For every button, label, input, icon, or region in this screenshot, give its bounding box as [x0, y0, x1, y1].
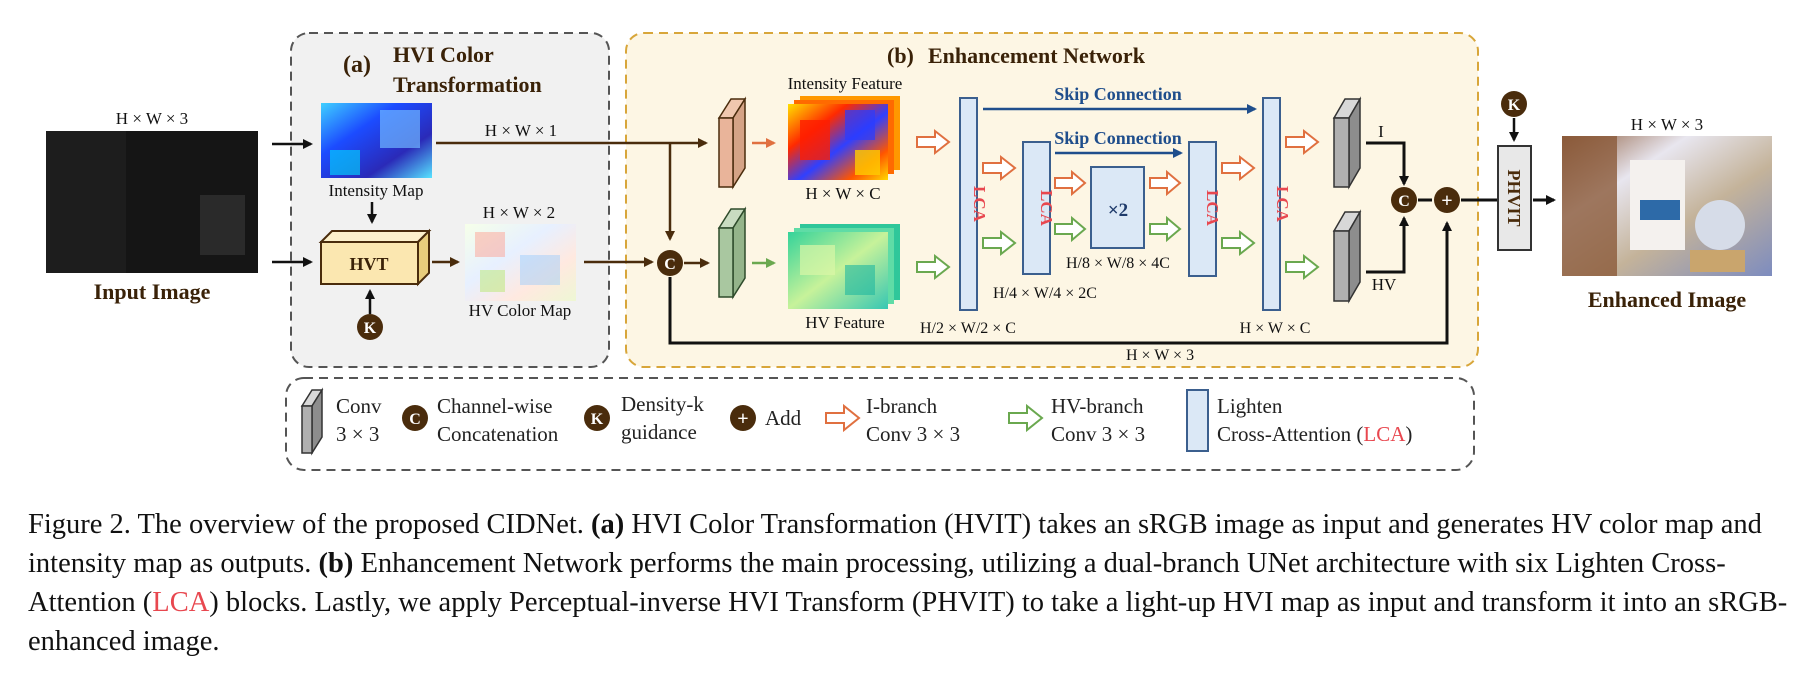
i-branch-conv-arrow-3: [1054, 169, 1087, 197]
legend-add-icon: [730, 405, 756, 431]
legend-ib-line2: Conv 3 × 3: [866, 422, 960, 446]
legend-density-k-icon: [584, 405, 610, 431]
legend-density-k-symbol: K: [591, 411, 604, 428]
legend-ib-line1: I-branch: [866, 394, 938, 418]
phvit-density-k-symbol: K: [1508, 97, 1521, 114]
lca-block-3: [1188, 141, 1217, 277]
concat-symbol: C: [664, 256, 676, 273]
hv-feature-label: HV Feature: [805, 313, 884, 332]
legend-density-line2: guidance: [621, 420, 697, 444]
dims-half: H/2 × W/2 × C: [920, 320, 1016, 337]
bottleneck-block: [1090, 166, 1145, 249]
legend-hvb-line2: Conv 3 × 3: [1051, 422, 1145, 446]
legend-concat-icon: [402, 405, 428, 431]
add-icon: [1434, 187, 1460, 213]
density-k-icon: [357, 314, 383, 340]
i-branch-conv-arrow-1: [916, 128, 951, 156]
i-branch-conv-arrow-2: [982, 154, 1017, 182]
panel-a-title-line1: HVI Color: [393, 42, 494, 67]
panel-a-title-line2: Transformation: [393, 72, 542, 97]
hvt-block: [318, 228, 432, 287]
phvit-label: PHVIT: [1504, 169, 1524, 226]
input-dims: H × W × 3: [116, 109, 188, 128]
legend-add-label: Add: [765, 406, 802, 430]
legend-hv-branch-arrow: [1008, 403, 1044, 433]
bottleneck-label: ×2: [1108, 200, 1128, 221]
figure-caption: Figure 2. The overview of the proposed C…: [28, 509, 1788, 657]
panel-b-label: (b): [887, 43, 914, 68]
i-branch-conv-arrow-5: [1221, 154, 1256, 182]
legend-conv-icon: [300, 387, 324, 456]
dims-eighth: H/8 × W/8 × 4C: [1066, 255, 1170, 272]
hv-color-map-dims: H × W × 2: [483, 203, 555, 222]
dims-full-c: H × W × C: [1240, 320, 1311, 337]
concat-icon-right: [1391, 187, 1417, 213]
concat-symbol-right: C: [1398, 193, 1410, 210]
intensity-map-label: Intensity Map: [329, 181, 424, 200]
lca-label-1: LCA: [970, 186, 989, 223]
dims-full-3: H × W × 3: [1126, 347, 1194, 364]
legend-lca-icon: [1186, 389, 1209, 452]
phvit-density-k-icon: [1501, 91, 1527, 117]
hv-branch-conv-arrow-5: [1221, 229, 1256, 257]
output-dims: H × W × 3: [1631, 115, 1703, 134]
concat-icon: [657, 250, 683, 276]
hv-branch-conv-arrow-2: [982, 229, 1017, 257]
lca-label-2: LCA: [1037, 190, 1056, 227]
hv-branch-conv-arrow-4: [1149, 215, 1182, 243]
legend-density-line1: Density-k: [621, 392, 704, 416]
intensity-dims: H × W × 1: [485, 121, 557, 140]
legend-add-symbol: +: [737, 408, 748, 430]
add-symbol: +: [1441, 190, 1452, 212]
skip-connection-label-2: Skip Connection: [1054, 128, 1182, 148]
output-label: Enhanced Image: [1588, 287, 1747, 312]
i-branch-conv-slab: [717, 96, 747, 190]
legend-conv-line2: 3 × 3: [336, 422, 379, 446]
lca-block-2: [1022, 141, 1051, 275]
lca-block-1: [959, 97, 978, 311]
hv-feature-stack: [788, 224, 900, 309]
legend-box: [285, 377, 1475, 471]
legend-concat-line2: Concatenation: [437, 422, 559, 446]
i-output-conv-slab: [1332, 96, 1362, 190]
legend-i-branch-arrow: [825, 403, 861, 433]
hv-branch-conv-arrow-3: [1054, 215, 1087, 243]
panel-b-title: Enhancement Network: [928, 43, 1146, 68]
lca-block-4: [1262, 97, 1281, 311]
skip-connection-label-1: Skip Connection: [1054, 84, 1182, 104]
i-branch-conv-arrow-4: [1149, 169, 1182, 197]
dims-quarter: H/4 × W/4 × 2C: [993, 285, 1097, 302]
intensity-feature-dims: H × W × C: [805, 184, 880, 203]
intensity-feature-stack: [788, 96, 900, 180]
branch-hv-label: HV: [1372, 275, 1397, 294]
panel-a-label: (a): [343, 52, 371, 78]
legend-concat-line1: Channel-wise: [437, 394, 552, 418]
legend-concat-symbol: C: [409, 411, 421, 428]
cidnet-diagram: (a) HVI Color Transformation (b) Enhance…: [46, 32, 1772, 471]
i-branch-conv-arrow-6: [1285, 128, 1320, 156]
hv-branch-conv-arrow-1: [916, 253, 951, 281]
legend-conv-line1: Conv: [336, 394, 382, 418]
hvt-label: HVT: [349, 254, 388, 274]
phvit-block: [1497, 145, 1532, 251]
intensity-feature-label: Intensity Feature: [788, 74, 903, 93]
legend-lca-line2: Cross-Attention (LCA): [1217, 422, 1412, 446]
hv-output-conv-slab: [1332, 209, 1362, 304]
input-label: Input Image: [94, 279, 211, 304]
hv-color-map-label: HV Color Map: [469, 301, 572, 320]
density-k-symbol: K: [364, 320, 377, 337]
legend-hvb-line1: HV-branch: [1051, 394, 1144, 418]
hv-branch-conv-slab: [717, 206, 747, 300]
lca-label-3: LCA: [1203, 190, 1222, 227]
hv-branch-conv-arrow-6: [1285, 253, 1320, 281]
branch-i-label: I: [1378, 122, 1384, 141]
lca-label-4: LCA: [1273, 186, 1292, 223]
legend-lca-line1: Lighten: [1217, 394, 1283, 418]
